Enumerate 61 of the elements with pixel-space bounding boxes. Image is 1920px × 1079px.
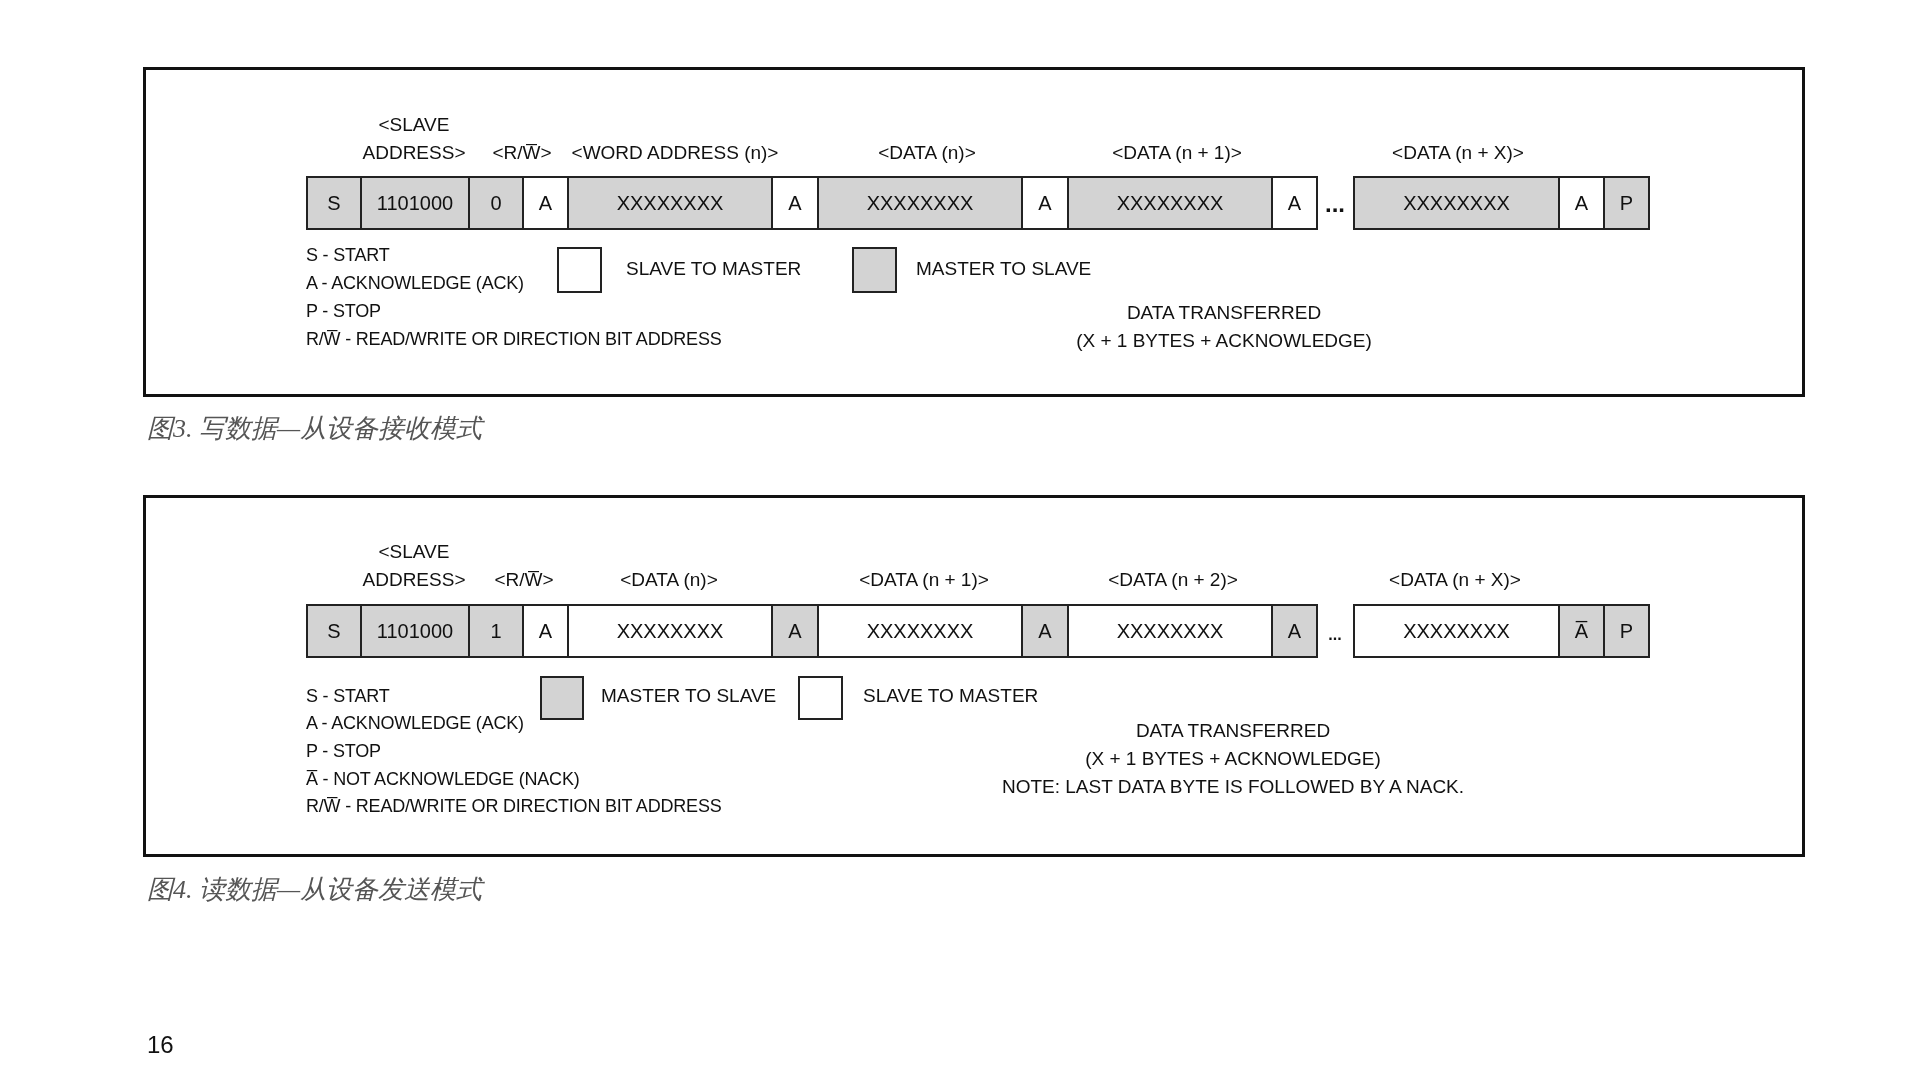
bit-field-cell: 1 [468, 604, 524, 658]
bit-field-cell: S [306, 176, 362, 230]
key-text: A̅ - NOT ACKNOWLEDGE (NACK) [306, 768, 580, 791]
bit-field-cell: A [771, 176, 819, 230]
key-text: P - STOP [306, 740, 381, 763]
bit-field-cell: 1101000 [360, 604, 470, 658]
field-label: <DATA (n + 1)> [859, 568, 989, 592]
key-text: A - ACKNOWLEDGE (ACK) [306, 272, 524, 295]
key-text: P - STOP [306, 300, 381, 323]
bit-field-cell: A [522, 176, 569, 230]
field-label: <WORD ADDRESS (n)> [571, 141, 779, 165]
ellipsis: ... [1328, 625, 1342, 645]
bit-field-cell: XXXXXXXX [817, 604, 1023, 658]
bit-field-cell: XXXXXXXX [567, 176, 773, 230]
legend-text: SLAVE TO MASTER [626, 257, 802, 281]
bit-field-cell: A [771, 604, 819, 658]
note-text: NOTE: LAST DATA BYTE IS FOLLOWED BY A NACK. [1001, 775, 1465, 799]
bit-field-cell: A [1271, 176, 1318, 230]
bit-field-cell: S [306, 604, 362, 658]
figure-frame [143, 495, 1805, 857]
bit-field-cell: 0 [468, 176, 524, 230]
figure-frame [143, 67, 1805, 397]
legend-text: MASTER TO SLAVE [601, 684, 777, 708]
bit-field-cell: XXXXXXXX [1353, 604, 1560, 658]
field-label: <R/W̅> [492, 141, 552, 165]
bit-field-cell: A [522, 604, 569, 658]
bit-field-cell: A [1021, 176, 1069, 230]
field-label: <DATA (n + X)> [1389, 568, 1521, 592]
bit-field-cell: P [1603, 176, 1650, 230]
figure-caption: 图4. 读数据—从设备发送模式 [147, 876, 483, 904]
field-label: <SLAVE ADDRESS> [362, 113, 466, 165]
page-number: 16 [147, 1031, 174, 1059]
bit-field-cell: A [1021, 604, 1069, 658]
key-text: R/W̅ - READ/WRITE OR DIRECTION BIT ADDRESS [306, 328, 722, 351]
bit-field-cell: XXXXXXXX [567, 604, 773, 658]
bit-field-cell: XXXXXXXX [1067, 604, 1273, 658]
bit-field-cell: P [1603, 604, 1650, 658]
bit-field-cell: XXXXXXXX [817, 176, 1023, 230]
bit-field-cell: A [1271, 604, 1318, 658]
ellipsis: ... [1325, 190, 1345, 218]
note-text: DATA TRANSFERRED (X + 1 BYTES + ACKNOWLEDGE) [1076, 301, 1372, 353]
field-label: <R/W̅> [494, 568, 554, 592]
key-text: A - ACKNOWLEDGE (ACK) [306, 712, 524, 735]
bit-field-cell: A [1558, 176, 1605, 230]
field-label: <DATA (n + 1)> [1112, 141, 1242, 165]
bit-field-cell: XXXXXXXX [1067, 176, 1273, 230]
bit-field-cell: XXXXXXXX [1353, 176, 1560, 230]
field-label: <DATA (n)> [878, 141, 976, 165]
field-label: <DATA (n + 2)> [1108, 568, 1238, 592]
field-label: <DATA (n + X)> [1392, 141, 1524, 165]
field-label: <DATA (n)> [620, 568, 718, 592]
legend-text: MASTER TO SLAVE [916, 257, 1092, 281]
key-text: S - START [306, 244, 390, 267]
note-text: DATA TRANSFERRED (X + 1 BYTES + ACKNOWLEDGE) [1085, 719, 1381, 771]
bit-field-cell: A̅ [1558, 604, 1605, 658]
field-label: <SLAVE ADDRESS> [362, 540, 466, 592]
key-text: R/W̅ - READ/WRITE OR DIRECTION BIT ADDRESS [306, 795, 722, 818]
figure-caption: 图3. 写数据—从设备接收模式 [147, 415, 483, 443]
bit-field-cell: 1101000 [360, 176, 470, 230]
key-text: S - START [306, 685, 390, 708]
legend-text: SLAVE TO MASTER [863, 684, 1039, 708]
